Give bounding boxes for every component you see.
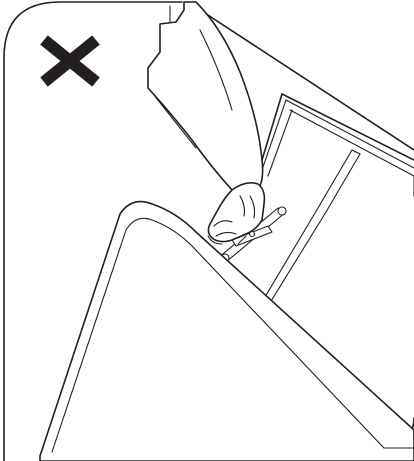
person-arm bbox=[148, 2, 263, 192]
cross-icon bbox=[44, 40, 96, 82]
frame-slat-inner bbox=[268, 154, 360, 306]
frame-rail-top bbox=[286, 100, 414, 168]
frame-rail-top-inner bbox=[290, 110, 414, 176]
frame-slat bbox=[262, 150, 352, 302]
frame-slat-top bbox=[352, 150, 360, 154]
